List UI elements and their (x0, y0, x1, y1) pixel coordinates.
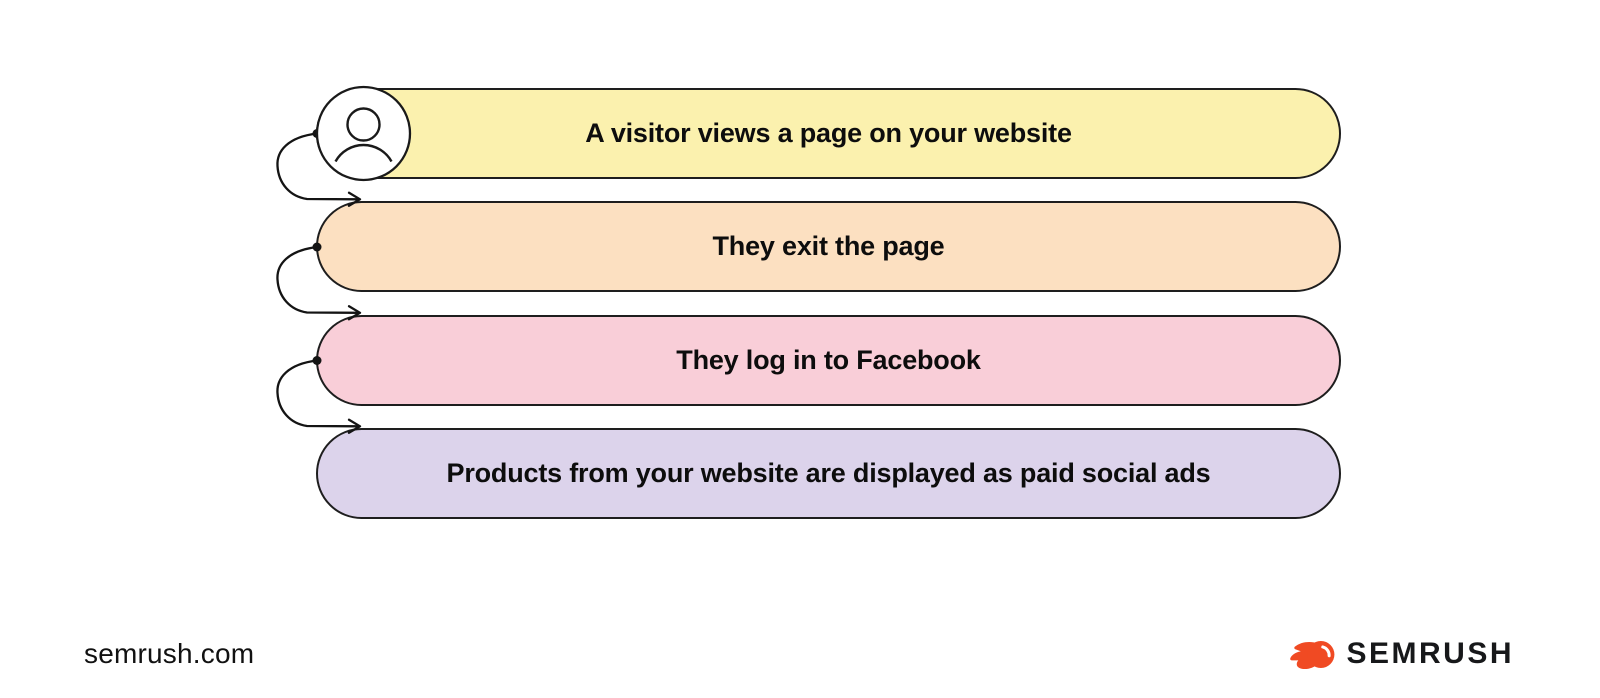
step-pill-4: Products from your website are displayed… (316, 428, 1341, 519)
step-pill-1: A visitor views a page on your website (316, 88, 1341, 179)
step-label-3: They log in to Facebook (676, 345, 981, 375)
step-pill-3: They log in to Facebook (316, 315, 1341, 406)
step-label-1: A visitor views a page on your website (585, 118, 1072, 148)
step-label-4: Products from your website are displayed… (446, 458, 1211, 488)
step-pill-2: They exit the page (316, 201, 1341, 292)
semrush-flame-icon (1290, 640, 1335, 669)
semrush-wordmark: SEMRUSH (1346, 637, 1514, 670)
semrush-logo: SEMRUSH (1290, 638, 1514, 670)
step-label-2: They exit the page (712, 231, 945, 261)
website-url: semrush.com (84, 638, 255, 669)
